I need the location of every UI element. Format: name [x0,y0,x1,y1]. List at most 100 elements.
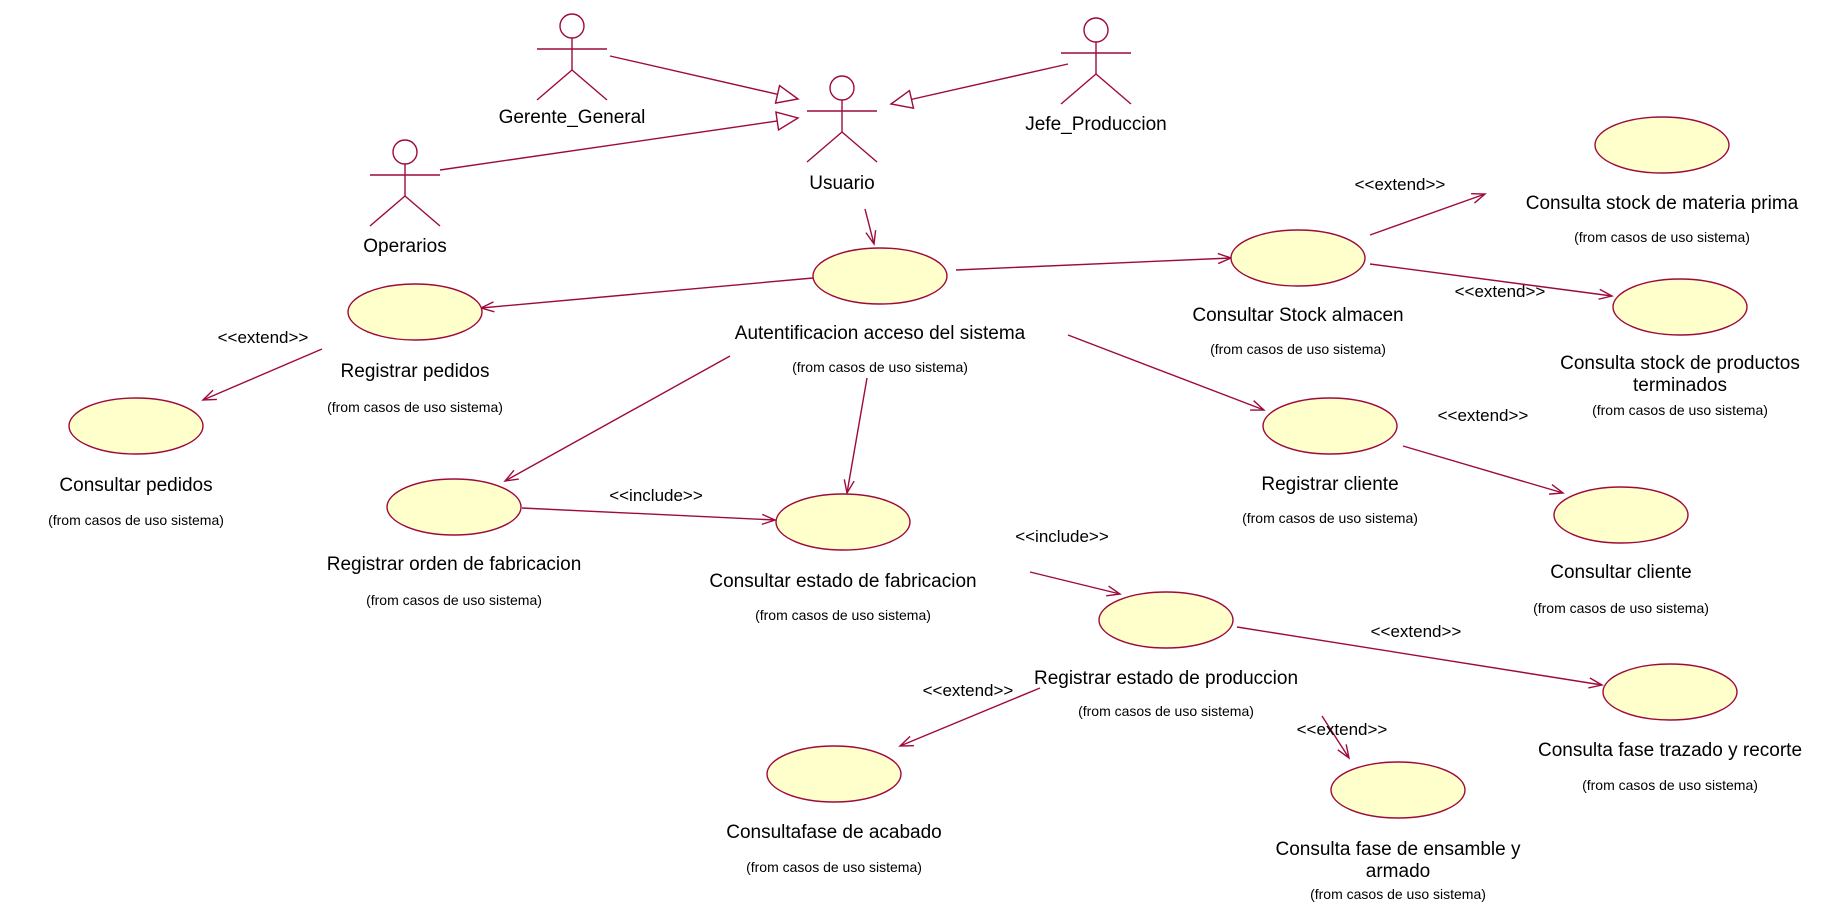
extend-stereotype: <<extend>> [1371,622,1462,641]
generalization-relation [891,63,1069,104]
use-case-ellipse[interactable] [812,247,948,305]
use-case-regprod[interactable]: Registrar estado de produccion(from caso… [1034,591,1298,719]
actor-label: Usuario [809,173,874,194]
extend-relation: <<extend>> [1369,263,1614,301]
use-case-conped[interactable]: Consultar pedidos (from casos de uso sist… [48,397,224,528]
generalization-relation [439,118,798,171]
use-case-name: Registrar cliente [1261,474,1398,495]
extend-relation: <<extend>> [1402,406,1565,495]
extend-line [1321,715,1351,760]
package-label: (from casos de uso sistema) [746,859,922,875]
use-case-ellipse[interactable] [1612,278,1748,336]
include-stereotype: <<include>> [609,486,703,505]
use-case-ellipse[interactable] [1330,761,1466,819]
actor-usuario[interactable]: Usuario [806,75,878,194]
association-relation [843,377,868,495]
extend-relation: <<extend>> [898,681,1041,747]
extend-stereotype: <<extend>> [1438,406,1529,425]
use-case-trazado[interactable]: Consulta fase trazado y recorte(from cas… [1538,663,1802,793]
extend-stereotype: <<extend>> [218,328,309,347]
association-line [479,277,814,313]
extend-line [1236,626,1604,689]
include-relation: <<include>> [1015,527,1122,597]
include-relation: <<include>> [521,486,777,526]
association-line [864,208,877,246]
use-case-ellipse[interactable] [1262,397,1398,455]
package-label: (from casos de uso sistema) [1242,510,1418,526]
package-label: (from casos de uso sistema) [1210,341,1386,357]
use-case-regped[interactable]: Registrar pedidos(from casos de uso sist… [327,283,503,415]
include-line [1029,571,1122,597]
extend-relation: <<extend>> [1236,622,1604,689]
use-case-ellipse[interactable] [1594,116,1730,174]
actor-operarios[interactable]: Operarios [363,139,447,257]
package-label: (from casos de uso sistema) [1533,600,1709,616]
use-case-name: Registrar pedidos [341,361,490,382]
use-case-regord[interactable]: Registrar orden de fabricacion (from caso… [327,478,582,608]
package-label: (from casos de uso sistema) [1310,886,1486,902]
use-case-ellipse[interactable] [775,493,911,551]
use-case-prod[interactable]: Consulta stock de productosterminados(fr… [1560,278,1800,418]
generalization-relation [609,55,798,99]
generalization-line [439,118,798,171]
extend-line [1402,445,1565,495]
association-relation [1067,334,1266,411]
use-case-ellipse[interactable] [1230,229,1366,287]
association-relation [864,208,877,246]
actor-label: Operarios [363,236,446,257]
actor-label: Gerente_General [499,107,646,128]
association-relation [503,355,731,482]
stick-figure-icon [806,75,878,163]
use-case-name: Consultafase de acabado [726,822,942,843]
use-case-name: Consultar cliente [1550,562,1692,583]
use-case-ellipse[interactable] [1098,591,1234,649]
package-label: (from casos de uso sistema) [1592,402,1768,418]
use-case-mat[interactable]: Consulta stock de materia prima(from cas… [1526,116,1799,245]
extend-line [201,348,323,401]
extend-relation: <<extend>> [1355,175,1487,236]
use-case-name: Registrar orden de fabricacion [327,554,582,575]
extend-line [1369,192,1487,236]
package-label: (from casos de uso sistema) [48,512,224,528]
use-case-ellipse[interactable] [1553,486,1689,544]
association-line [843,377,868,495]
use-case-ellipse[interactable] [766,745,902,803]
extend-stereotype: <<extend>> [923,681,1014,700]
use-case-name: Consultar Stock almacen [1192,305,1403,326]
use-case-name: terminados [1633,375,1727,396]
package-label: (from casos de uso sistema) [1078,703,1254,719]
use-case-regcli[interactable]: Registrar cliente (from casos de uso sist… [1242,397,1418,526]
use-case-name: Consultar pedidos [59,475,212,496]
stick-figure-icon [1060,17,1132,105]
use-case-name: Consultar estado de fabricacion [709,571,976,592]
use-case-name: Consulta fase trazado y recorte [1538,740,1802,761]
extend-relation: <<extend>> [201,328,323,401]
extend-line [1369,263,1614,300]
extend-stereotype: <<extend>> [1297,720,1388,739]
include-stereotype: <<include>> [1015,527,1109,546]
actor-jefe[interactable]: Jefe_Produccion [1025,17,1167,135]
association-relation [955,252,1233,271]
use-case-ellipse[interactable] [1602,663,1738,721]
package-label: (from casos de uso sistema) [366,592,542,608]
use-case-acabado[interactable]: Consultafase de acabado (from casos de us… [726,745,942,875]
association-line [1067,334,1266,411]
use-case-name: Consulta fase de ensamble y [1275,839,1521,860]
package-label: (from casos de uso sistema) [755,607,931,623]
association-line [503,355,731,482]
use-case-ellipse[interactable] [386,478,522,536]
use-case-conest[interactable]: Consultar estado de fabricacion (from cas… [709,493,977,623]
extend-stereotype: <<extend>> [1455,282,1546,301]
package-label: (from casos de uso sistema) [792,359,968,375]
use-case-stock[interactable]: Consultar Stock almacen (from casos de us… [1192,229,1404,357]
use-case-name: armado [1366,861,1430,882]
use-case-ellipse[interactable] [347,283,483,341]
use-case-concli[interactable]: Consultar cliente (from casos de uso sist… [1533,486,1709,616]
use-case-auth[interactable]: Autentificacion acceso del sistema (from … [735,247,1026,375]
extend-line [898,687,1041,747]
stick-figure-icon [536,13,608,101]
use-case-ellipse[interactable] [68,397,204,455]
actor-gerente[interactable]: Gerente_General [499,13,646,128]
use-case-name: Autentificacion acceso del sistema [735,323,1026,344]
